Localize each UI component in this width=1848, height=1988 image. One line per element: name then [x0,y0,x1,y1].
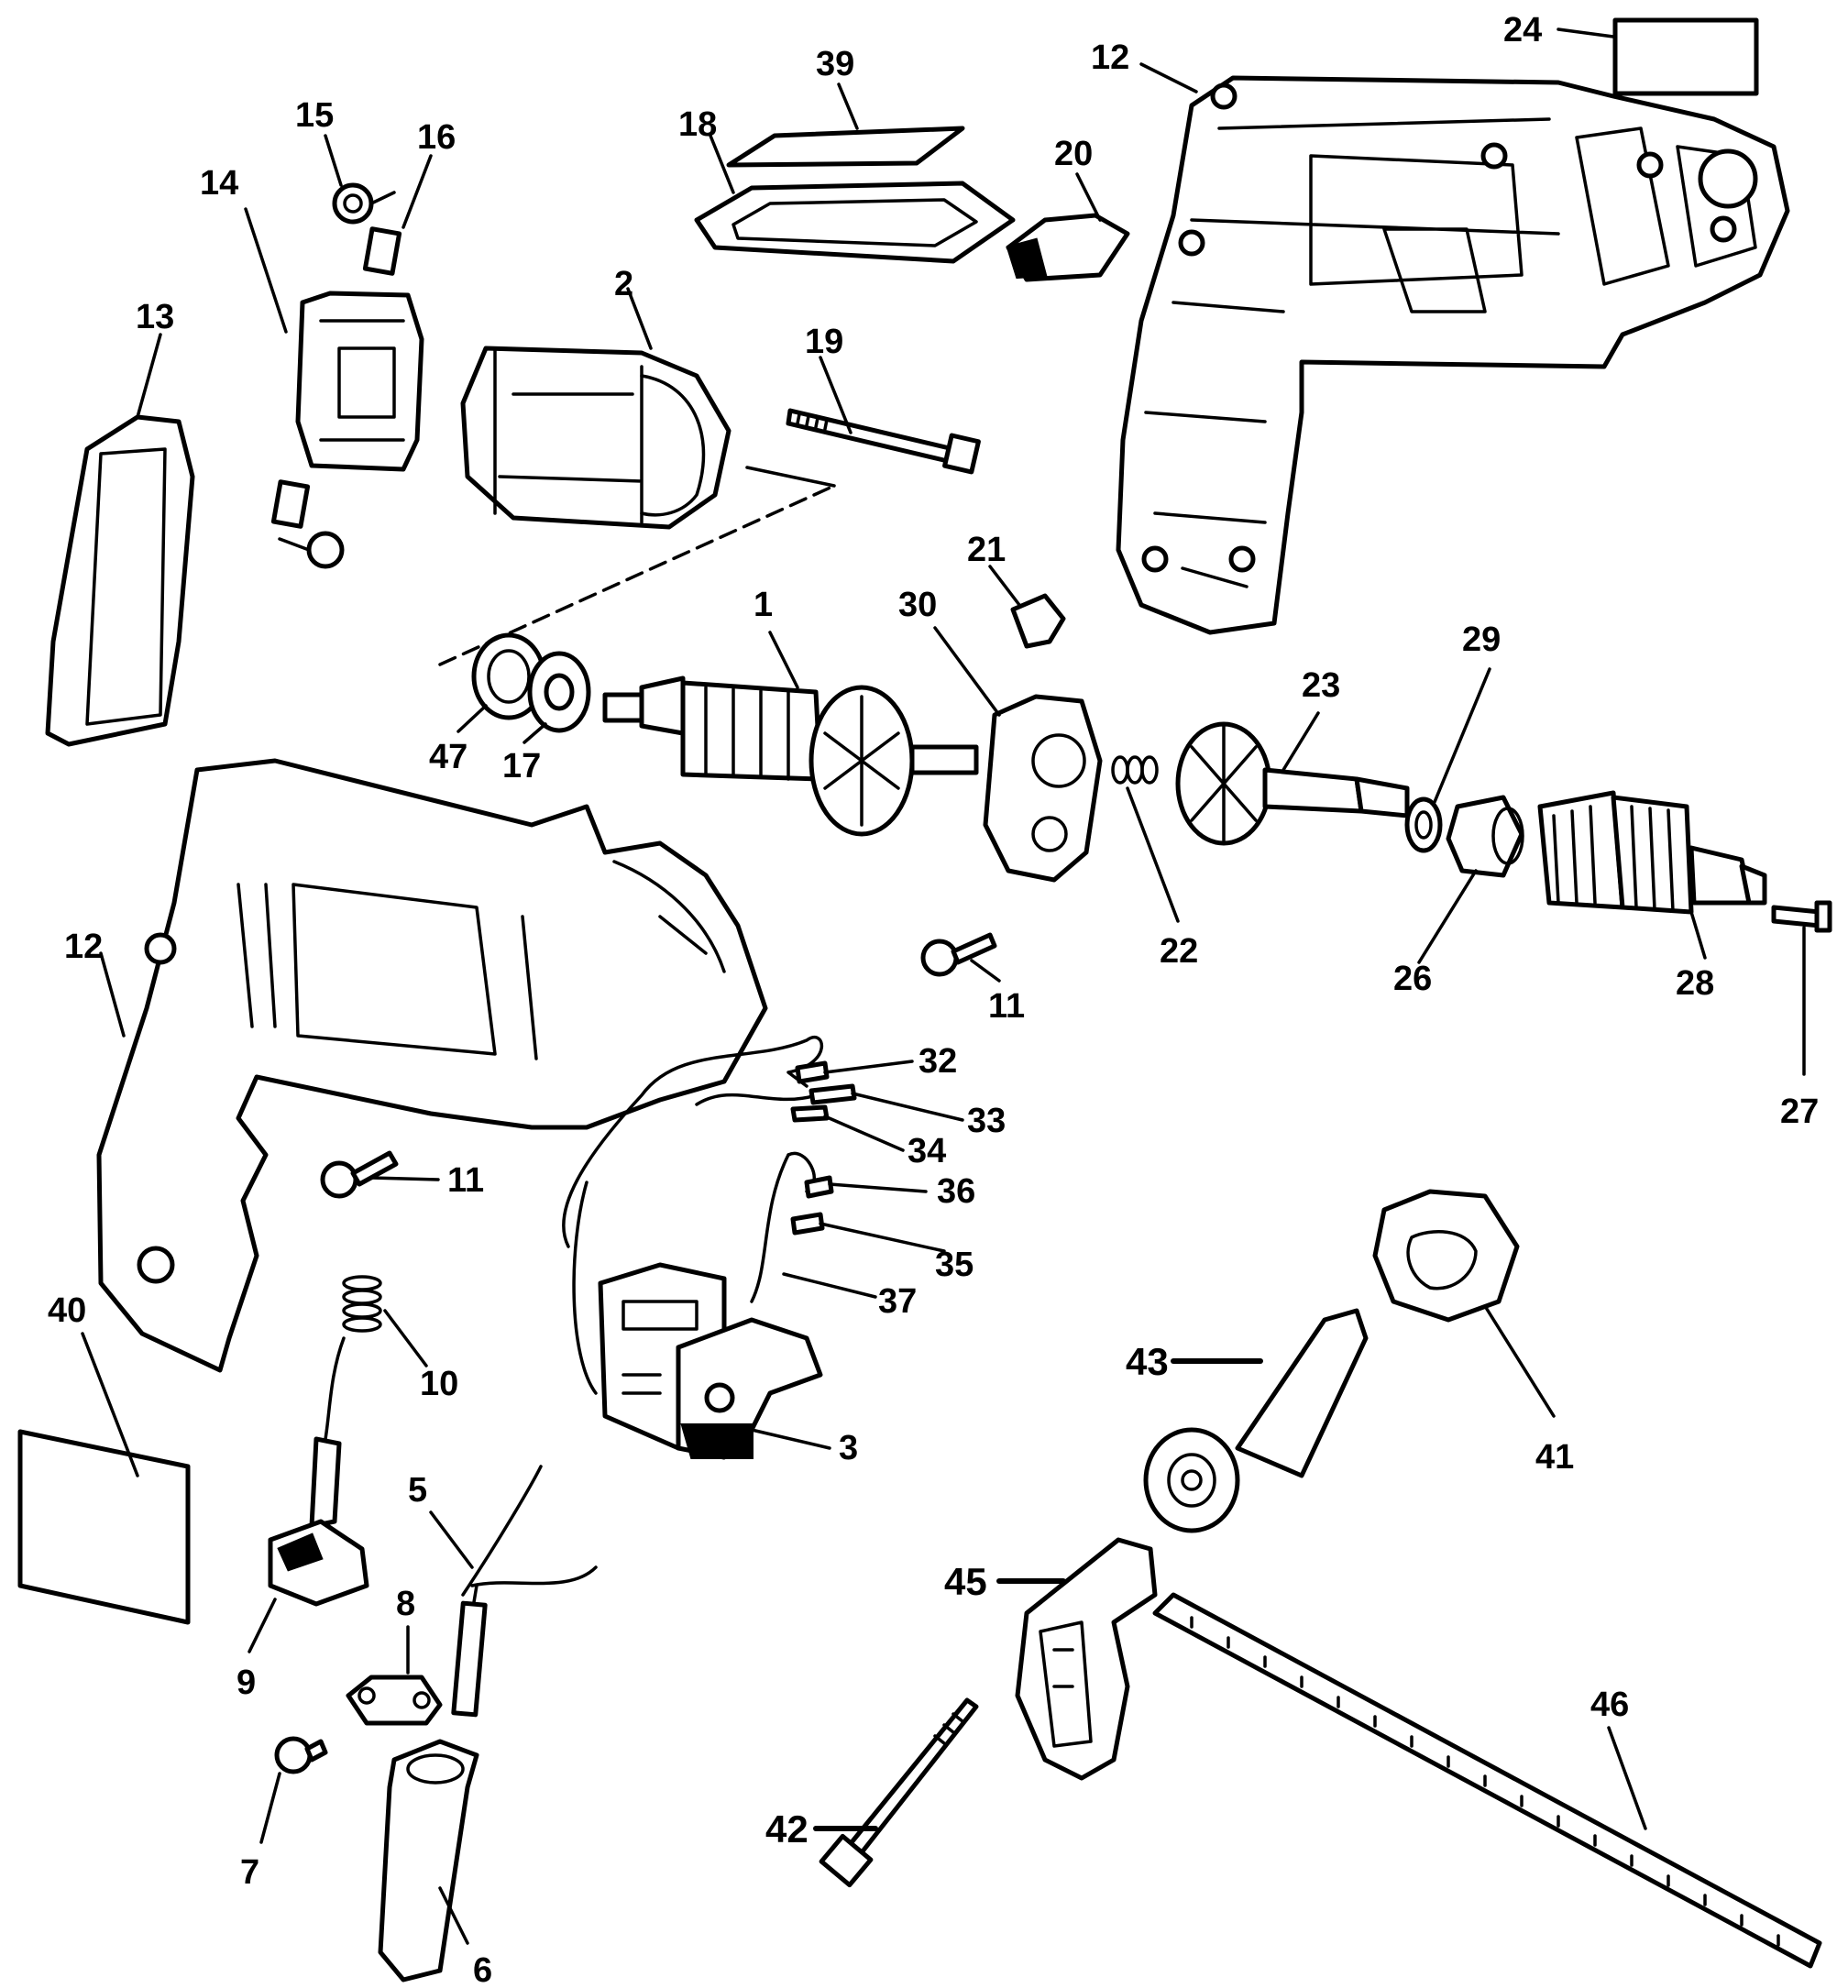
part-12-housing-left [96,758,768,1373]
part-27-chuck-screw [1771,900,1832,1076]
callout-30: 30 [898,586,937,624]
callout-37: 37 [878,1282,917,1321]
callout-29: 29 [1462,621,1501,659]
part-18-top-plate [694,134,1016,264]
callout-10: 10 [420,1365,458,1403]
part-14-lower-brush [270,479,345,569]
callout-45: 45 [944,1560,987,1603]
part-19-long-screw [786,356,981,475]
part-6-handle [378,1739,479,1983]
part-22-spring [1111,755,1180,923]
part-43-side-handle [1143,1308,1369,1533]
part-13-side-cover [45,333,195,747]
callout-35: 35 [935,1246,974,1284]
callout-7: 7 [240,1853,259,1892]
callout-46: 46 [1590,1686,1629,1724]
part-42-long-bolt [813,1697,979,1888]
callout-11-upper: 11 [988,987,1025,1026]
callout-39: 39 [816,45,854,83]
part-29-washer [1404,667,1491,853]
part-16-brush [362,154,433,276]
callout-9: 9 [236,1664,256,1702]
callout-13: 13 [136,298,174,336]
part-47-bearing-cap [438,466,836,733]
part-30-gear-plate [933,626,1103,883]
callout-15: 15 [295,96,334,135]
callout-22: 22 [1160,932,1198,971]
callout-27: 27 [1780,1093,1819,1131]
callout-41: 41 [1535,1438,1574,1477]
part-40-label [17,1332,191,1625]
callout-6: 6 [473,1951,492,1988]
part-20-button [1006,172,1130,282]
callout-19: 19 [805,323,843,361]
part-12-housing-right [1116,62,1790,635]
callout-28: 28 [1676,964,1714,1003]
part-2-stator [460,287,732,530]
part-11-screw-upper [920,932,1001,983]
callout-24: 24 [1503,11,1542,49]
callout-32: 32 [918,1042,957,1081]
part-8-cord-clamp [346,1625,443,1726]
callout-12-top: 12 [1091,38,1129,77]
callout-43: 43 [1126,1340,1169,1383]
callout-14: 14 [200,164,238,203]
part-28-chuck [1537,790,1767,960]
part-11-screw-lower [320,1150,440,1199]
part-7-screw [259,1736,328,1844]
part-17-bearing [522,651,591,744]
part-15-brush-spring [324,134,396,225]
callout-18: 18 [678,105,717,144]
part-3-switch [598,1262,831,1460]
callout-33: 33 [967,1102,1006,1140]
callout-40: 40 [48,1291,86,1330]
part-21-clip [988,565,1066,649]
part-26-collar [1417,795,1524,964]
part-10-spring [342,1275,428,1367]
callout-42: 42 [765,1807,808,1851]
part-9-strain-relief [248,1336,369,1653]
callout-labels: 24 12 39 18 20 15 16 14 2 19 13 21 30 1 … [48,11,1819,1988]
part-1-armature [602,631,979,837]
part-41-handle-ring [1372,1189,1556,1418]
callout-11-lower: 11 [447,1161,484,1200]
callout-1: 1 [754,586,773,624]
callout-36: 36 [937,1172,975,1211]
callout-8: 8 [396,1585,415,1623]
part-14-brush-holder [244,207,424,472]
callout-23: 23 [1302,666,1340,705]
callout-20: 20 [1054,135,1093,173]
part-5-cord [429,1465,598,1718]
wiring-harness [562,1036,964,1395]
callout-17: 17 [502,747,541,785]
callout-5: 5 [408,1471,427,1510]
callout-3: 3 [839,1429,858,1467]
part-39-label [726,82,965,168]
part-24-label [1556,17,1759,96]
callout-34: 34 [908,1132,946,1170]
part-46-depth-rod [1152,1592,1822,1969]
callout-2: 2 [614,265,633,303]
callout-21: 21 [967,531,1006,569]
callout-26: 26 [1393,960,1432,998]
callout-16: 16 [417,118,456,157]
callout-47: 47 [429,738,468,776]
callout-12-left: 12 [64,928,103,966]
part-45-handle-clamp [996,1537,1158,1781]
part-23-spindle-gear [1175,711,1410,846]
